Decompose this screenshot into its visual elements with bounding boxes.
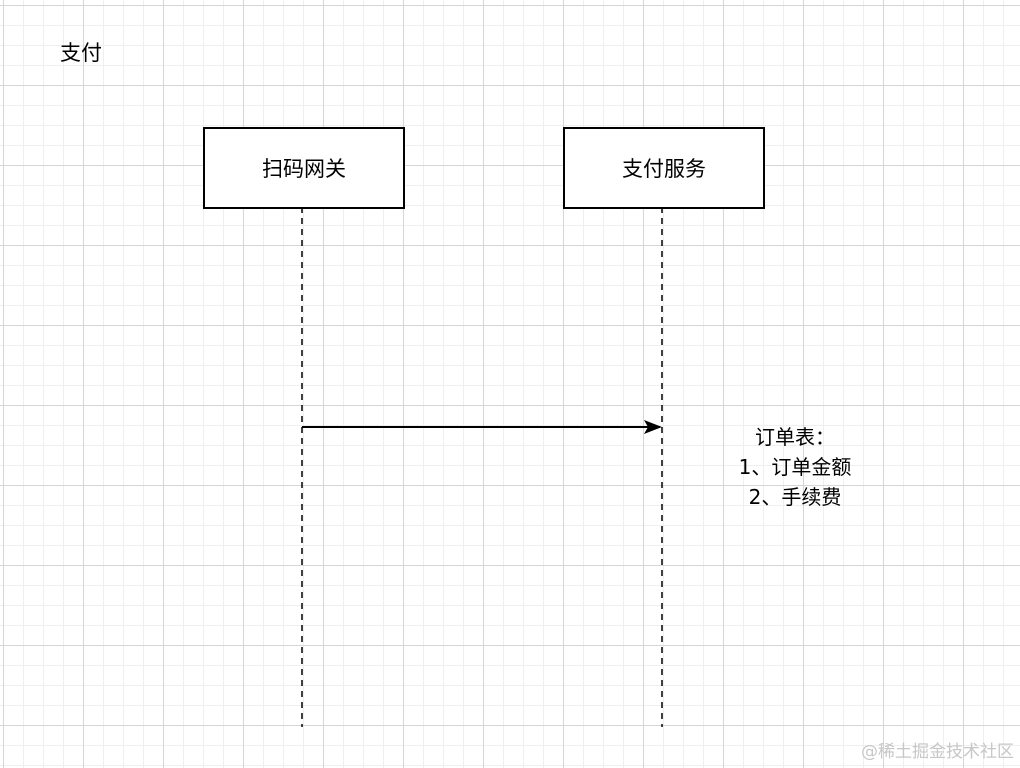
note-line: 1、订单金额 [738, 455, 852, 479]
order-table-note: 订单表： 1、订单金额 2、手续费 [700, 422, 890, 512]
lifeline-box-payment-service[interactable]: 支付服务 [563, 127, 765, 209]
lifeline-box-scan-gateway[interactable]: 扫码网关 [203, 127, 405, 209]
page-title: 支付 [60, 41, 102, 65]
watermark: @稀土掘金技术社区 [861, 742, 1014, 762]
lifeline-label: 支付服务 [622, 157, 706, 181]
note-line: 2、手续费 [748, 485, 842, 509]
note-line: 订单表： [755, 425, 835, 449]
lifeline-label: 扫码网关 [262, 157, 346, 181]
